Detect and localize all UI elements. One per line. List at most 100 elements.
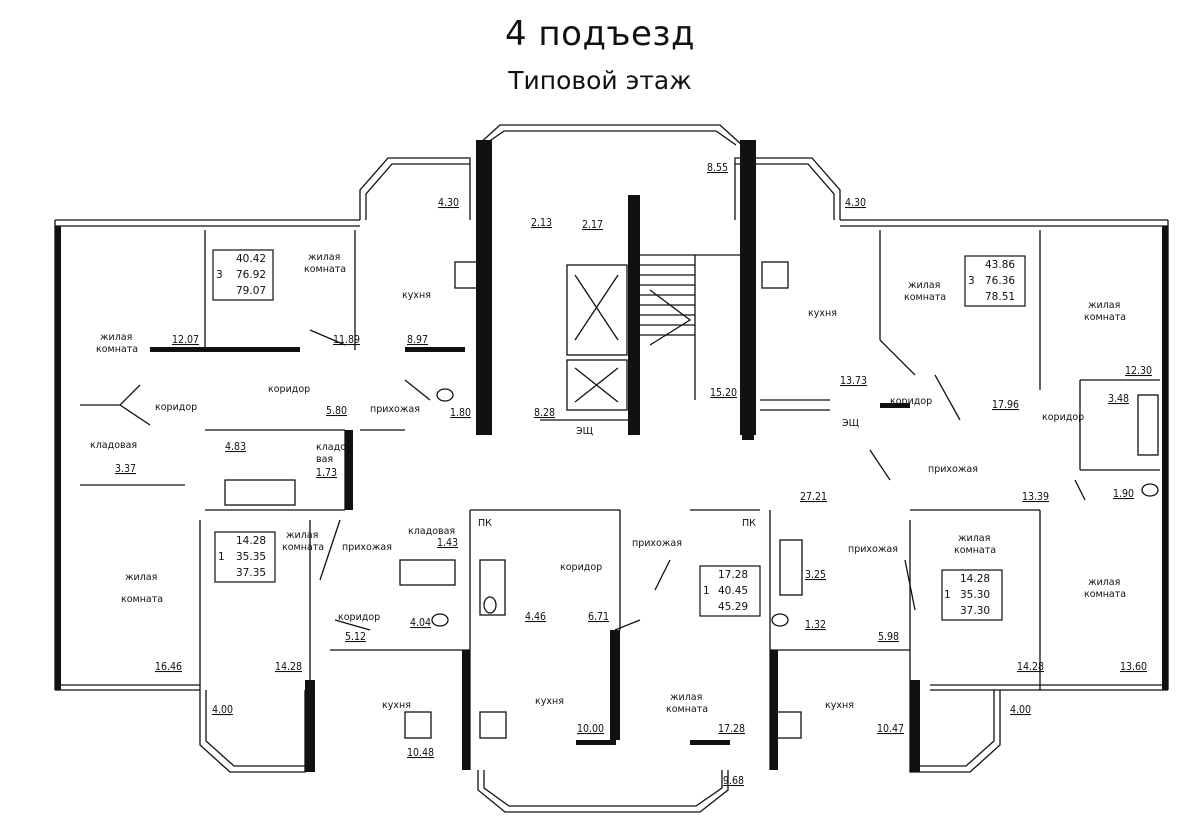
room-label-room: комната (121, 594, 163, 605)
apt-sc-rooms: 1 (703, 585, 710, 597)
area-12-30: 12.30 (1125, 365, 1152, 377)
room-label-hallway: прихожая (632, 538, 682, 549)
area-1-80: 1.80 (450, 407, 471, 419)
area-12-07: 12.07 (172, 334, 199, 346)
room-label-room: комната (1084, 589, 1126, 600)
room-label-corridor: коридор (890, 396, 932, 407)
apt-sc-total: 40.45 (718, 585, 748, 597)
room-label-kitchen: кухня (825, 700, 854, 711)
apt-nw-rooms: 3 (216, 269, 223, 281)
apt-sw-total: 35.35 (236, 551, 266, 563)
apt-se-total: 35.30 (960, 589, 990, 601)
room-label-storage-part2: вая (316, 454, 333, 465)
area-1-43: 1.43 (437, 537, 458, 549)
room-label-eshch: ЭЩ (842, 418, 860, 429)
area-14-28-sw: 14.28 (275, 661, 302, 673)
room-label-corridor: коридор (338, 612, 380, 623)
room-label-living: жилая (958, 533, 990, 544)
apt-nw-total-balcony: 79.07 (236, 285, 266, 297)
apt-se-total-balcony: 37.30 (960, 605, 990, 617)
area-14-28-se: 14.28 (1017, 661, 1044, 673)
floor-plan-subtitle: Типовой этаж (508, 66, 692, 95)
room-label-room: комната (96, 344, 138, 355)
area-5-12: 5.12 (345, 631, 366, 643)
room-label-pk: ПК (742, 518, 756, 529)
area-3-37: 3.37 (115, 463, 136, 475)
area-16-46: 16.46 (155, 661, 182, 673)
area-1-90: 1.90 (1113, 488, 1134, 500)
area-5-98: 5.98 (878, 631, 899, 643)
area-17-28: 17.28 (718, 723, 745, 735)
floor-plan-title: 4 подъезд (504, 14, 695, 54)
room-label-kitchen: кухня (535, 696, 564, 707)
room-label-room: комната (666, 704, 708, 715)
area-3-25: 3.25 (805, 569, 826, 581)
apt-se-rooms: 1 (944, 589, 951, 601)
room-label-kitchen: кухня (382, 700, 411, 711)
room-label-room: комната (282, 542, 324, 553)
apt-sc-total-balcony: 45.29 (718, 601, 748, 613)
area-balcony-sw: 4.00 (212, 704, 233, 716)
apt-ne-total: 76.36 (985, 275, 1015, 287)
apt-se-living: 14.28 (960, 573, 990, 585)
area-13-73: 13.73 (840, 375, 867, 387)
area-4-46: 4.46 (525, 611, 546, 623)
room-label-living: жилая (670, 692, 702, 703)
area-1-32: 1.32 (805, 619, 826, 631)
area-4-04: 4.04 (410, 617, 431, 629)
room-label-corridor: коридор (155, 402, 197, 413)
room-label-living: жилая (100, 332, 132, 343)
area-10-00: 10.00 (577, 723, 604, 735)
room-label-living: жилая (1088, 577, 1120, 588)
room-label-eshch: ЭЩ (576, 426, 594, 437)
area-4-83: 4.83 (225, 441, 246, 453)
room-label-room: комната (304, 264, 346, 275)
area-balcony-s: 9.68 (723, 775, 744, 787)
area-balcony-nw: 4.30 (438, 197, 459, 209)
area-5-80: 5.80 (326, 405, 347, 417)
room-label-living: жилая (308, 252, 340, 263)
area-10-47: 10.47 (877, 723, 904, 735)
area-13-60: 13.60 (1120, 661, 1147, 673)
apt-nw-total: 76.92 (236, 269, 266, 281)
area-17-96: 17.96 (992, 399, 1019, 411)
room-label-room: комната (904, 292, 946, 303)
plan-thick-walls (55, 140, 1168, 772)
apt-nw-living: 40.42 (236, 253, 266, 265)
room-label-living: жилая (125, 572, 157, 583)
apartment-boxes (212, 249, 1026, 621)
apt-sw-total-balcony: 37.35 (236, 567, 266, 579)
area-6-71: 6.71 (588, 611, 609, 623)
area-15-20: 15.20 (710, 387, 737, 399)
apt-sw-living: 14.28 (236, 535, 266, 547)
apt-ne-living: 43.86 (985, 259, 1015, 271)
area-13-39: 13.39 (1022, 491, 1049, 503)
room-label-hallway: прихожая (370, 404, 420, 415)
room-label-living: жилая (1088, 300, 1120, 311)
area-2-17: 2.17 (582, 219, 603, 231)
room-label-corridor: коридор (1042, 412, 1084, 423)
area-8-28: 8.28 (534, 407, 555, 419)
area-balcony-ne: 4.30 (845, 197, 866, 209)
area-1-73: 1.73 (316, 467, 337, 479)
room-label-hallway: прихожая (342, 542, 392, 553)
room-label-storage: кладовая (408, 526, 455, 537)
room-label-hallway: прихожая (848, 544, 898, 555)
area-8-55: 8.55 (707, 162, 728, 174)
room-label-living: жилая (286, 530, 318, 541)
area-10-48: 10.48 (407, 747, 434, 759)
room-label-room: комната (954, 545, 996, 556)
apt-ne-rooms: 3 (968, 275, 975, 287)
room-label-pk: ПК (478, 518, 492, 529)
room-label-kitchen: кухня (402, 290, 431, 301)
area-11-89: 11.89 (333, 334, 360, 346)
area-27-21: 27.21 (800, 491, 827, 503)
room-label-corridor: коридор (268, 384, 310, 395)
area-8-97: 8.97 (407, 334, 428, 346)
room-label-storage-part1: кладо- (316, 442, 349, 453)
room-label-storage: кладовая (90, 440, 137, 451)
room-label-corridor: коридор (560, 562, 602, 573)
room-label-kitchen: кухня (808, 308, 837, 319)
room-label-room: комната (1084, 312, 1126, 323)
apt-sc-living: 17.28 (718, 569, 748, 581)
